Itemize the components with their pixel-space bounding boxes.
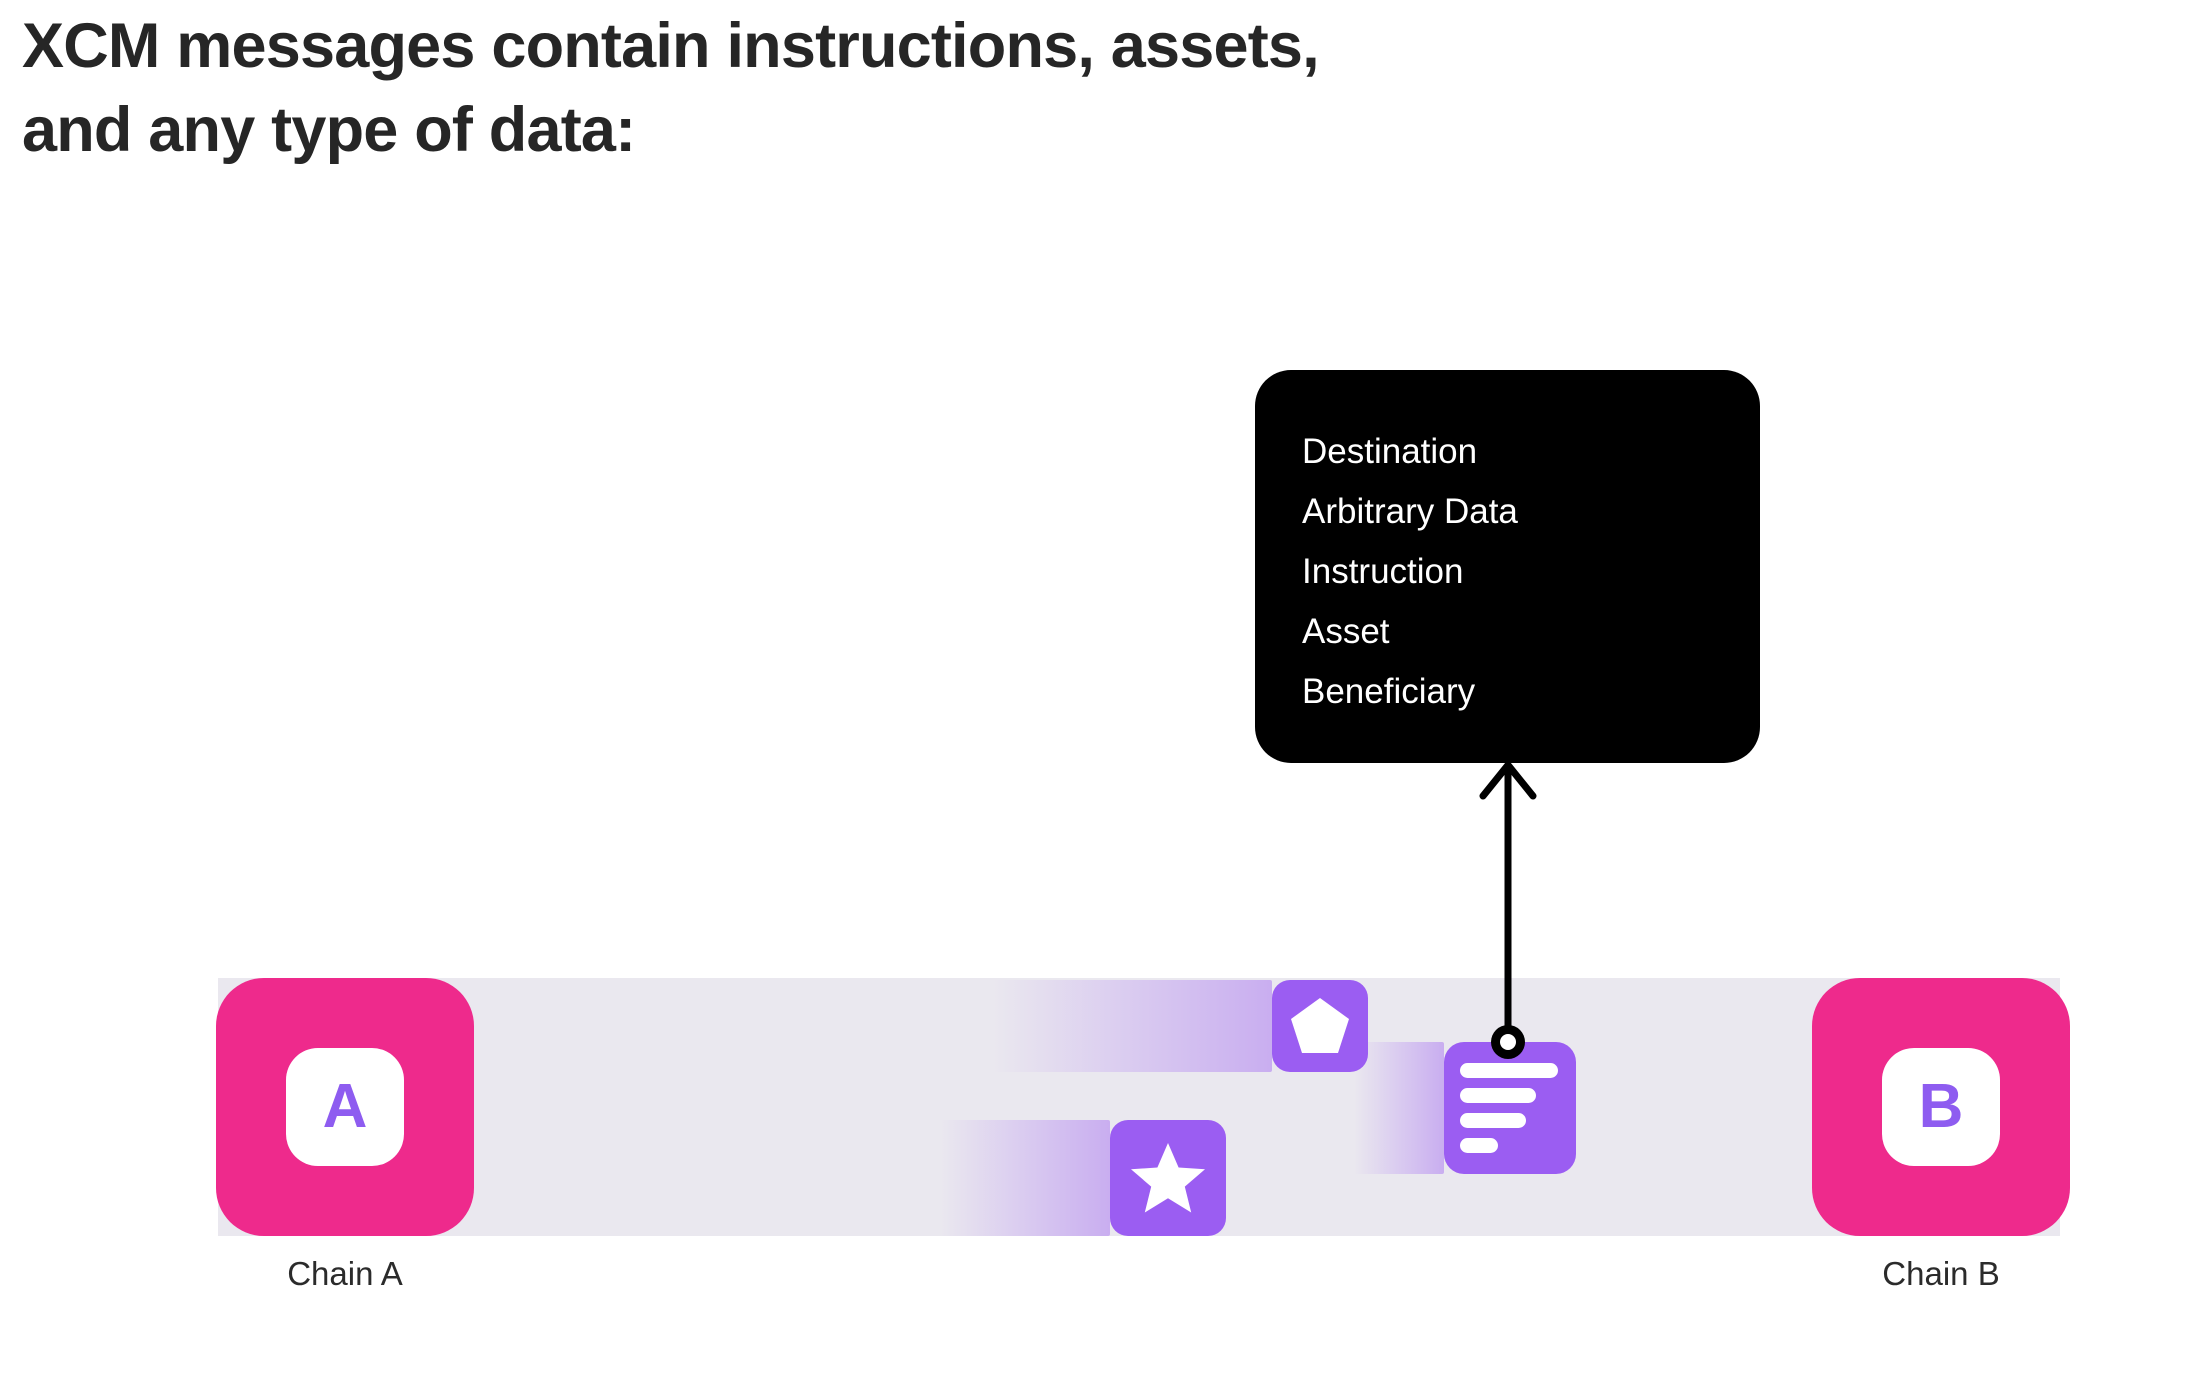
pentagon-icon <box>1291 998 1349 1053</box>
packet-star-trail <box>940 1120 1110 1236</box>
chain-a-badge: A <box>286 1048 404 1166</box>
document-line-1 <box>1460 1063 1558 1078</box>
document-line-3 <box>1460 1113 1526 1128</box>
message-contents-tooltip: Destination Arbitrary Data Instruction A… <box>1255 370 1760 763</box>
chain-b-badge: B <box>1882 1048 2000 1166</box>
tooltip-item-beneficiary: Beneficiary <box>1302 672 1476 711</box>
tooltip-item-instruction: Instruction <box>1302 552 1464 591</box>
chain-a-letter: A <box>322 1072 368 1141</box>
chain-b-label: Chain B <box>1882 1255 2000 1292</box>
document-line-2 <box>1460 1088 1536 1103</box>
packet-document-trail <box>1354 1042 1444 1174</box>
document-line-4 <box>1460 1138 1498 1153</box>
packet-document[interactable] <box>1354 1042 1576 1174</box>
tooltip-item-asset: Asset <box>1302 612 1390 651</box>
page-title: XCM messages contain instructions, asset… <box>22 11 1320 165</box>
chain-b-card[interactable]: B <box>1812 978 2070 1236</box>
star-icon <box>1131 1143 1205 1213</box>
chain-b-letter: B <box>1918 1072 1964 1141</box>
chain-a-label: Chain A <box>287 1255 403 1292</box>
packet-star[interactable] <box>940 1120 1226 1236</box>
packet-pentagon[interactable] <box>992 980 1368 1072</box>
tooltip-item-destination: Destination <box>1302 432 1478 471</box>
chain-a-card[interactable]: A <box>216 978 474 1236</box>
arrow-up-icon <box>1479 761 1537 800</box>
tooltip-item-arbitrary-data: Arbitrary Data <box>1302 492 1518 531</box>
packet-pentagon-trail <box>992 980 1272 1072</box>
